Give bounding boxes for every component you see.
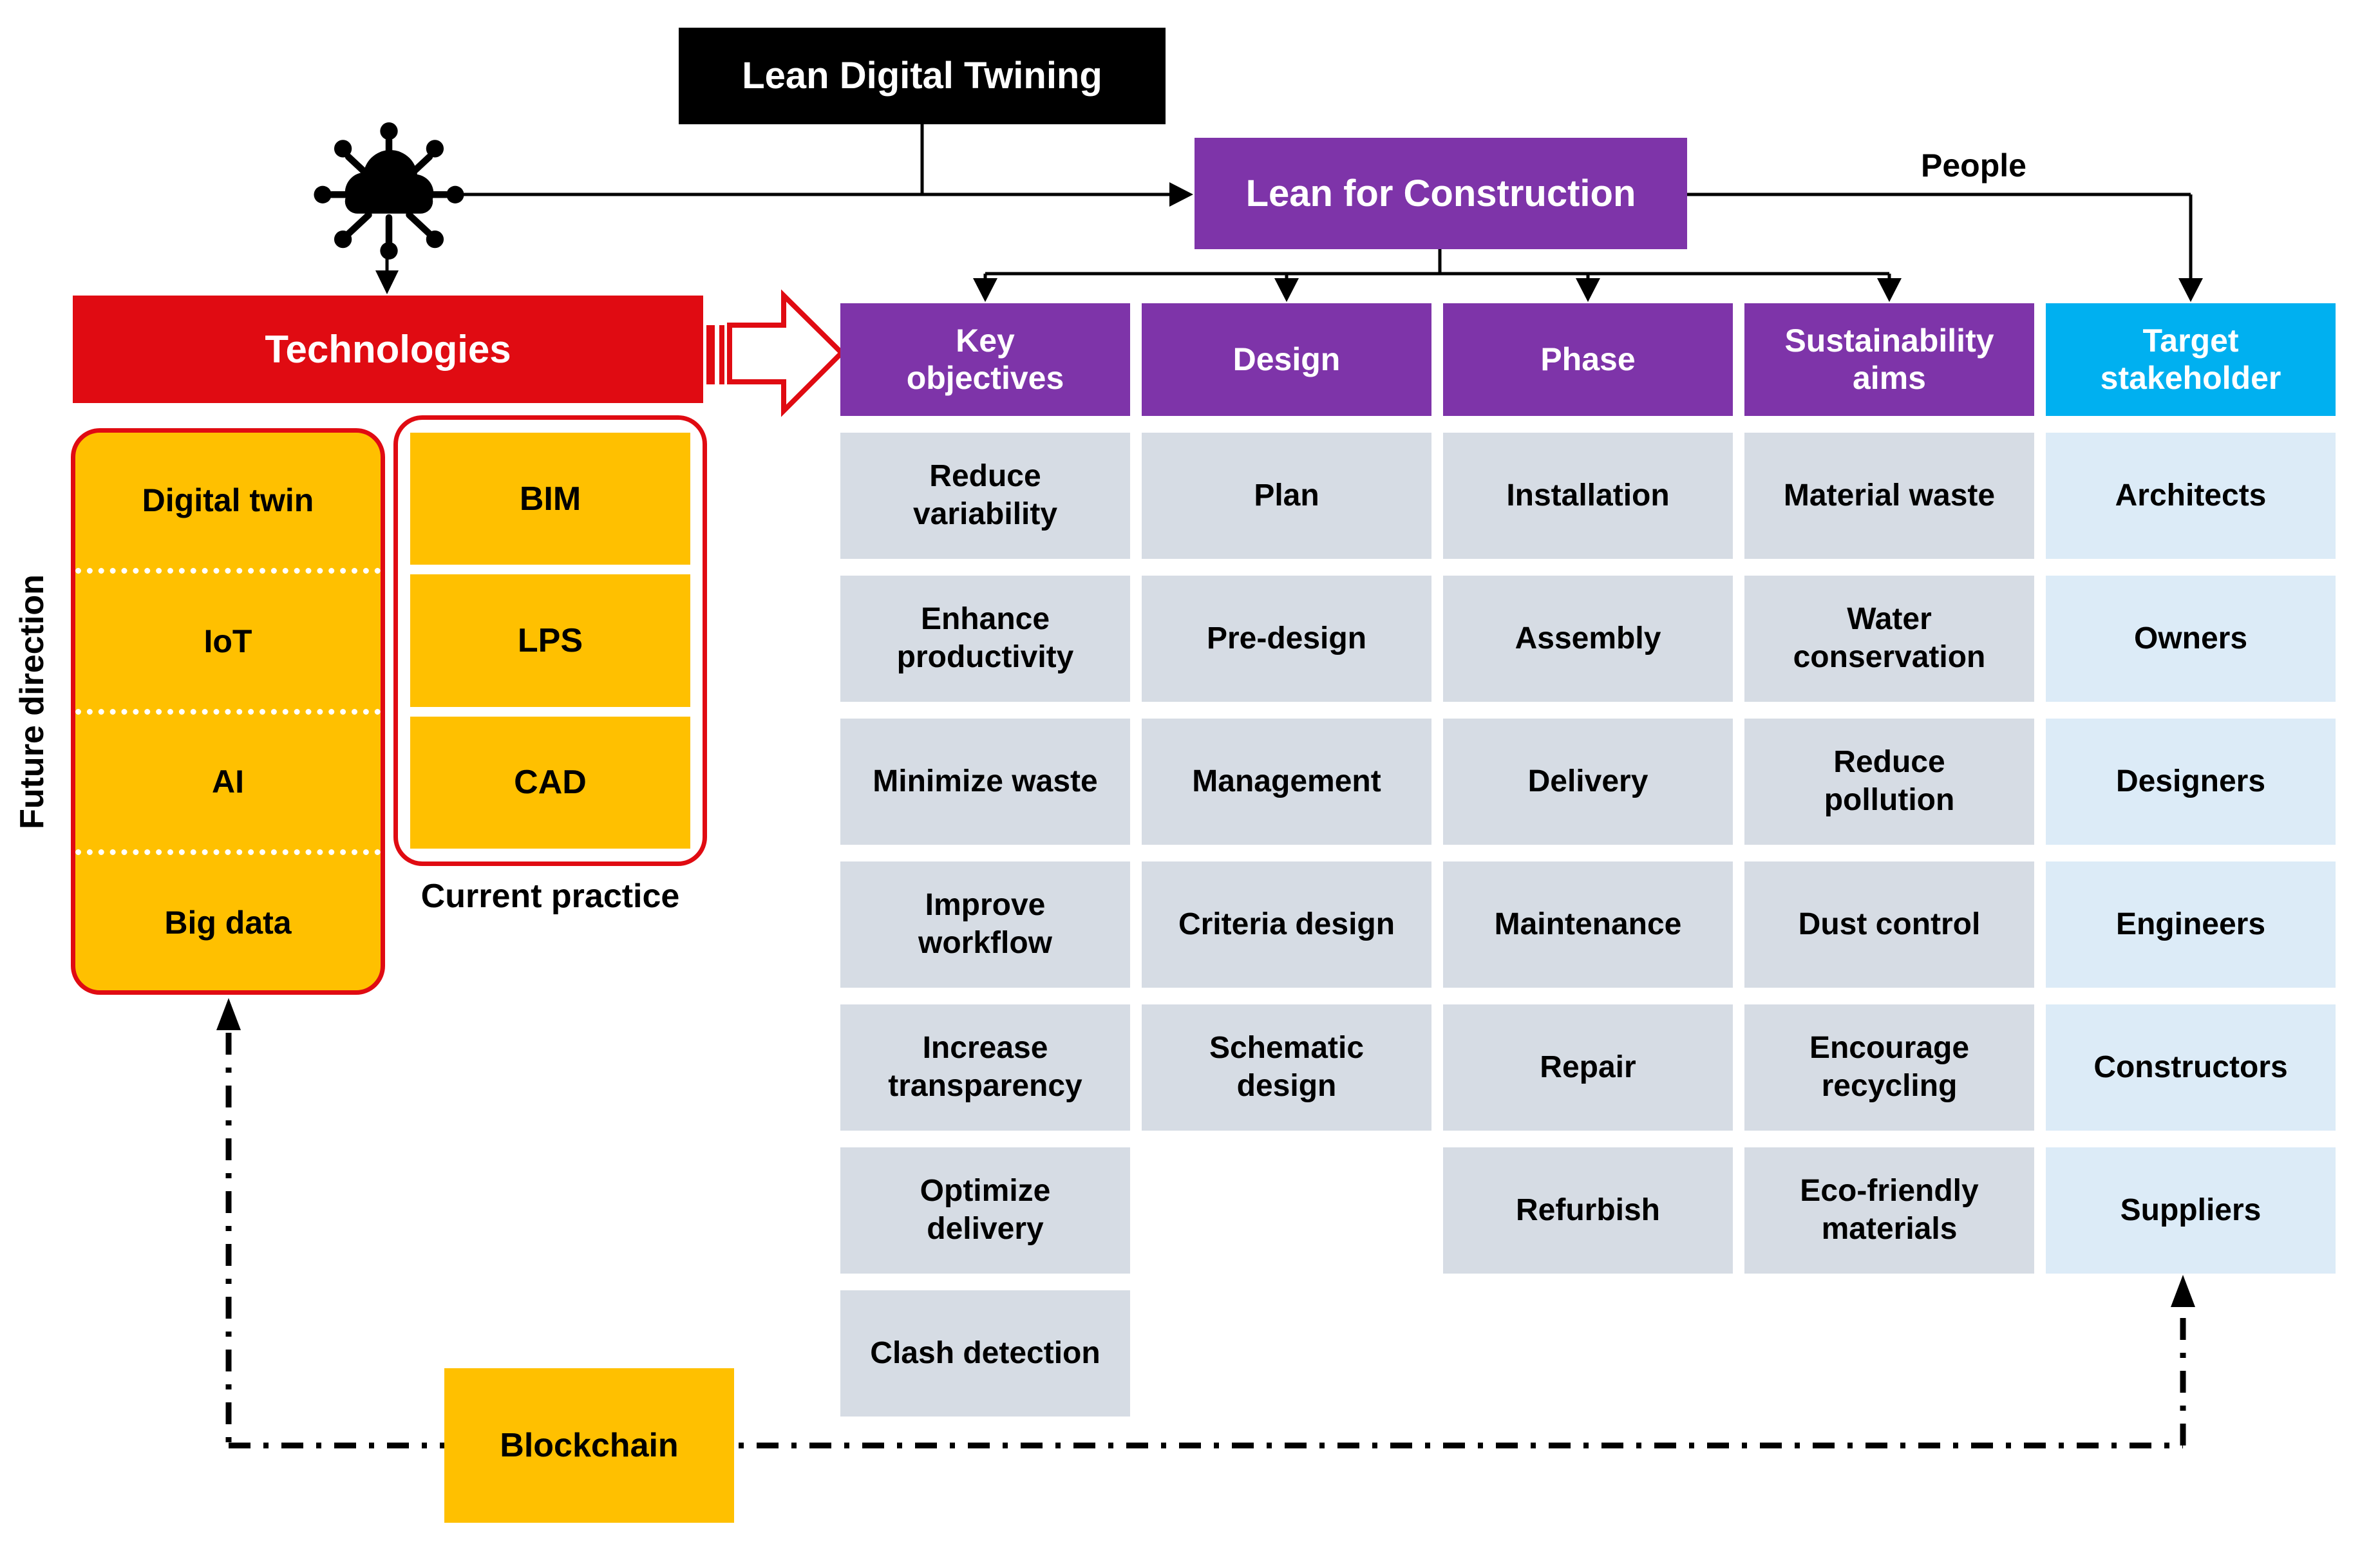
lean-for-construction-box: Lean for Construction bbox=[1195, 138, 1687, 249]
cell-schematic-design: Schematic design bbox=[1142, 1004, 1431, 1131]
cell-architects: Architects bbox=[2046, 433, 2336, 559]
cell-pre-design: Pre-design bbox=[1142, 576, 1431, 702]
future-item-digital-twin: Digital twin bbox=[142, 482, 314, 518]
cell-suppliers: Suppliers bbox=[2046, 1147, 2336, 1274]
current-item-cad: CAD bbox=[410, 716, 690, 849]
cell-maintenance: Maintenance bbox=[1443, 861, 1733, 988]
arrowheads bbox=[375, 182, 2203, 302]
cell-increase-transparency: Increase transparency bbox=[840, 1004, 1130, 1131]
column-header: Key objectives bbox=[840, 303, 1130, 416]
solid-connectors bbox=[385, 124, 2193, 279]
cell-delivery: Delivery bbox=[1443, 719, 1733, 845]
column-header: Target stakeholder bbox=[2046, 303, 2336, 416]
future-item-ai: AI bbox=[75, 708, 381, 850]
column-header: Design bbox=[1142, 303, 1431, 416]
cell-installation: Installation bbox=[1443, 433, 1733, 559]
blockchain-box: Blockchain bbox=[444, 1368, 734, 1523]
cell-plan: Plan bbox=[1142, 433, 1431, 559]
cell-optimize-delivery: Optimize delivery bbox=[840, 1147, 1130, 1274]
cell-repair: Repair bbox=[1443, 1004, 1733, 1131]
cell-reduce-pollution: Reduce pollution bbox=[1744, 719, 2034, 845]
cell-designers: Designers bbox=[2046, 719, 2336, 845]
cell-dust-control: Dust control bbox=[1744, 861, 2034, 988]
current-item-bim: BIM bbox=[410, 433, 690, 565]
cell-encourage-recycling: Encourage recycling bbox=[1744, 1004, 2034, 1131]
cell-improve-workflow: Improve workflow bbox=[840, 861, 1130, 988]
future-item-iot: IoT bbox=[75, 567, 381, 709]
cloud-network-icon bbox=[314, 122, 464, 260]
column-header: Phase bbox=[1443, 303, 1733, 416]
cell-management: Management bbox=[1142, 719, 1431, 845]
people-label: People bbox=[1921, 147, 2026, 184]
future-item-big-data: Big data bbox=[75, 849, 381, 990]
cell-reduce-variability: Reduce variability bbox=[840, 433, 1130, 559]
future-direction-label: Future direction bbox=[13, 574, 51, 829]
lean-digital-twinning-box: Lean Digital Twining bbox=[679, 28, 1166, 124]
cell-constructors: Constructors bbox=[2046, 1004, 2336, 1131]
cell-eco-friendly-materials: Eco-friendly materials bbox=[1744, 1147, 2034, 1274]
cell-clash-detection: Clash detection bbox=[840, 1290, 1130, 1417]
cell-minimize-waste: Minimize waste bbox=[840, 719, 1130, 845]
column-header: Sustainability aims bbox=[1744, 303, 2034, 416]
cell-water-conservation: Water conservation bbox=[1744, 576, 2034, 702]
cell-enhance-productivity: Enhance productivity bbox=[840, 576, 1130, 702]
cell-criteria-design: Criteria design bbox=[1142, 861, 1431, 988]
striped-right-arrow bbox=[706, 289, 845, 417]
cell-refurbish: Refurbish bbox=[1443, 1147, 1733, 1274]
cell-material-waste: Material waste bbox=[1744, 433, 2034, 559]
feedback-arrowheads bbox=[216, 998, 2195, 1307]
cell-engineers: Engineers bbox=[2046, 861, 2336, 988]
cell-assembly: Assembly bbox=[1443, 576, 1733, 702]
current-practice-label: Current practice bbox=[420, 878, 680, 915]
technologies-box: Technologies bbox=[73, 296, 703, 403]
cell-owners: Owners bbox=[2046, 576, 2336, 702]
current-item-lps: LPS bbox=[410, 574, 690, 707]
